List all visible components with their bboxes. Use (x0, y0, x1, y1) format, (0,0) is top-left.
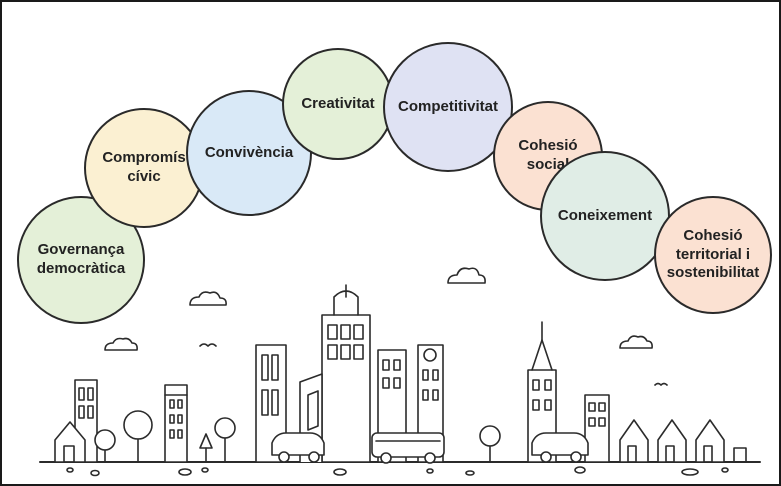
bubble-label: Cohesió territorial i sostenibilitat (666, 226, 760, 282)
bird-icon (199, 343, 668, 386)
car-icon (271, 432, 325, 463)
bubble-label: Competitivitat (397, 97, 498, 115)
building (164, 384, 188, 463)
tree-icon (123, 410, 153, 463)
cloud-icon (619, 335, 653, 349)
bubble-coneixement: Coneixement (540, 151, 670, 281)
bubble-cohesio-social: Cohesió social (493, 101, 603, 211)
bubble-label: Compromís cívic (102, 149, 186, 185)
house (695, 419, 725, 463)
cloud-icon (104, 337, 138, 351)
tower (321, 284, 371, 463)
bubble-label: Governança democràtica (36, 241, 126, 277)
cloud-icon (189, 291, 227, 306)
cloud-icon (447, 267, 486, 284)
bubble-cohesio-territorial: Cohesió territorial i sostenibilitat (654, 196, 772, 314)
tree-icon (479, 425, 501, 463)
bubble-label: Coneixement (557, 206, 653, 224)
house (657, 419, 687, 463)
house (54, 421, 86, 463)
building (584, 394, 610, 463)
house (619, 419, 649, 463)
tree-icon (214, 417, 236, 463)
bus-icon (371, 432, 445, 464)
bench (733, 447, 747, 463)
bubble-compromis-civic: Compromís cívic (84, 108, 204, 228)
car-icon (531, 432, 589, 463)
bubble-creativitat: Creativitat (282, 48, 394, 160)
bubble-label: Creativitat (301, 94, 375, 112)
ground-pebbles (66, 466, 729, 477)
tree-icon (94, 429, 116, 463)
bubble-label: Convivència (204, 143, 294, 161)
tree-icon (199, 433, 213, 463)
bubble-competitivitat: Competitivitat (383, 42, 513, 172)
